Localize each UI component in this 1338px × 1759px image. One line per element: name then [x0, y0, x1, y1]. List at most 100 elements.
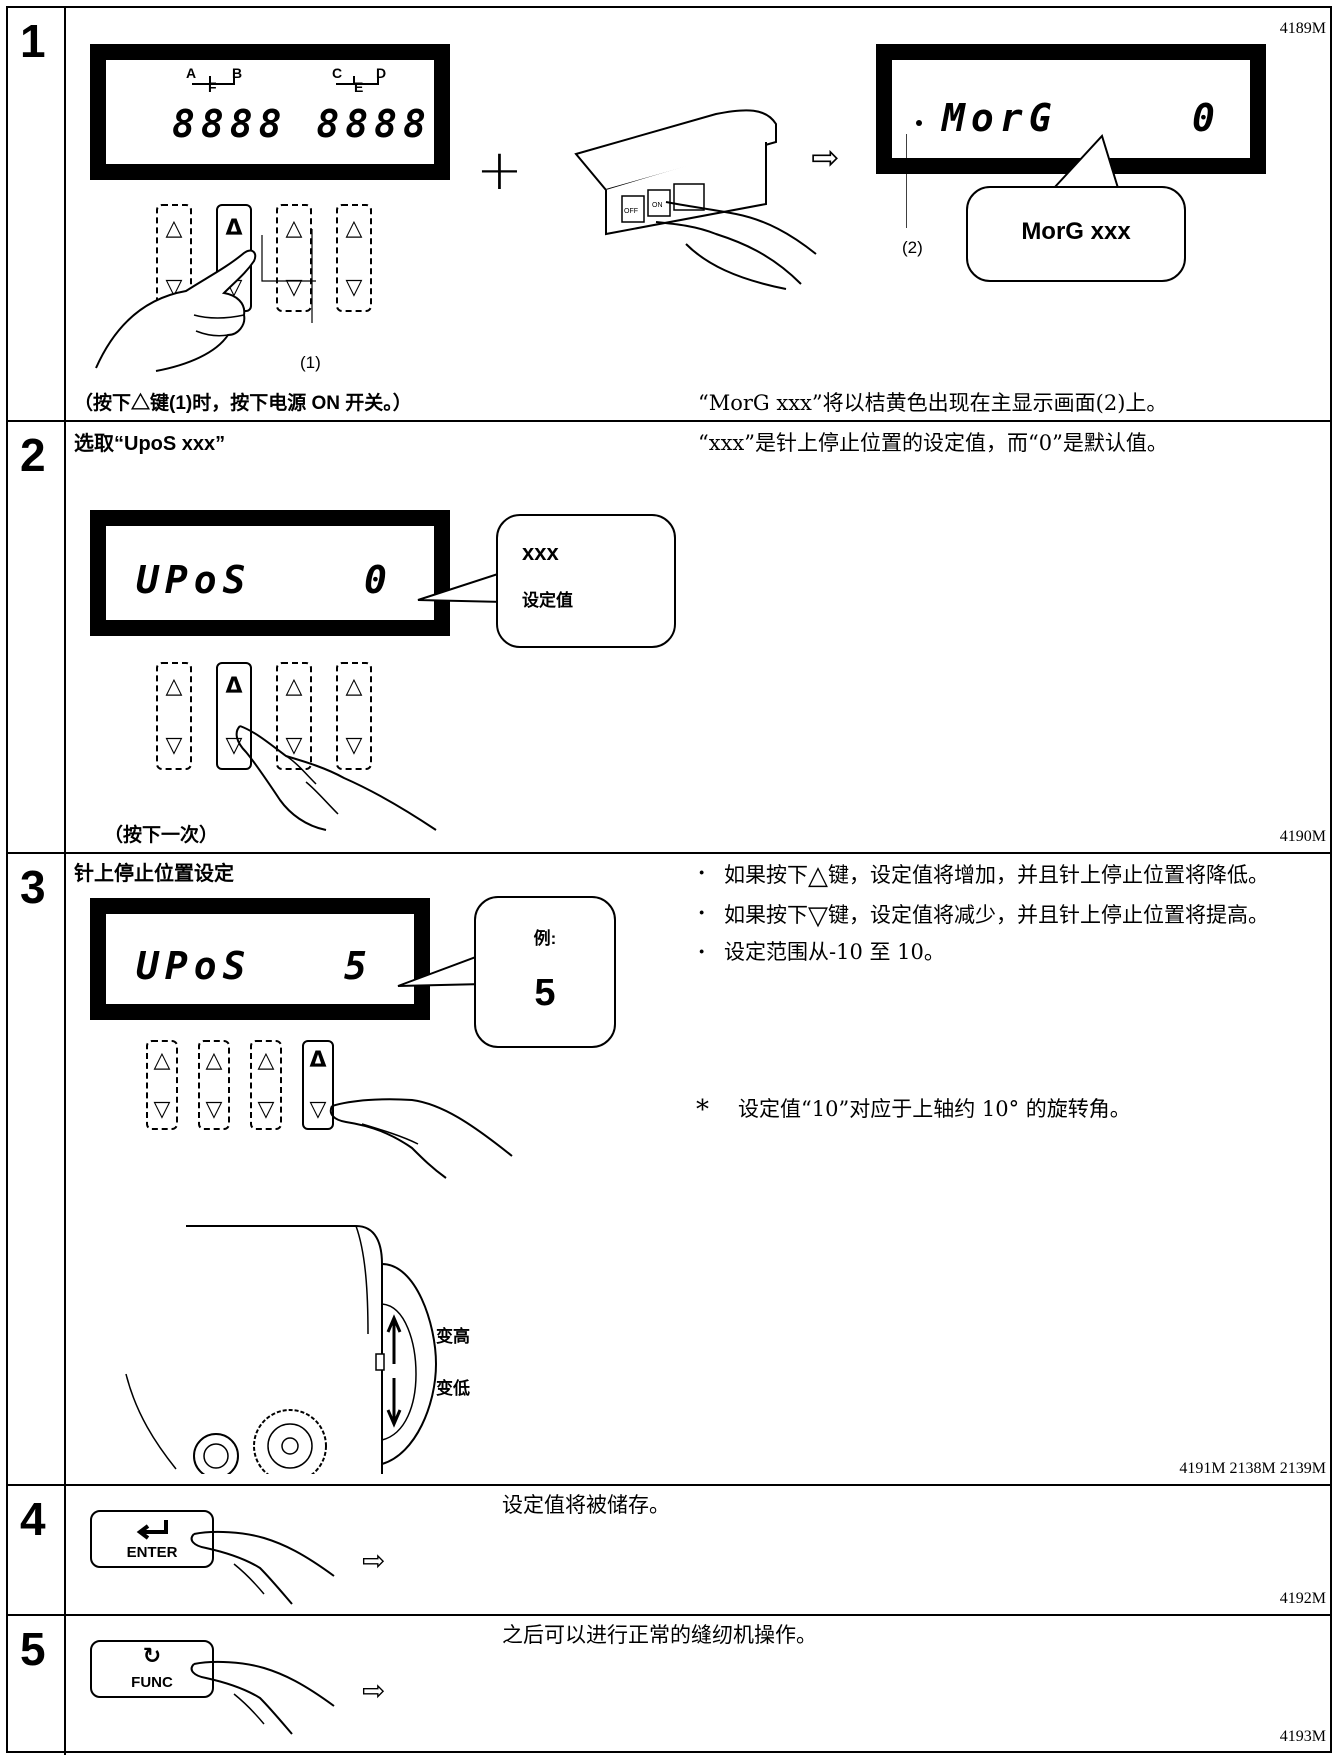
lcd-mode-value: 0	[1192, 96, 1221, 140]
enter-button-label: ENTER	[126, 1544, 178, 1561]
key-column-1[interactable]: △▽	[156, 662, 192, 770]
bullet-item: 如果按下△键，设定值将增加，并且针上停止位置将降低。	[690, 858, 1330, 896]
hand-pressing-key-icon	[235, 725, 437, 831]
step-3-content: 针上停止位置设定 UPoS 5 例: 5 △▽ △▽ △▽ Δ▽ 如	[66, 854, 1330, 1484]
func-button-label: FUNC	[131, 1674, 173, 1691]
enter-arrow-icon	[136, 1520, 168, 1540]
lcd-mode-text: MorG	[942, 96, 1058, 140]
step-number: 5	[20, 1623, 46, 1675]
step-number-cell: 1	[8, 8, 66, 420]
step-4-text: 设定值将被储存。	[502, 1493, 670, 1517]
lcd-mode-value: 0	[364, 558, 393, 602]
step-number: 1	[20, 15, 46, 67]
switch-off-label: OFF	[624, 208, 638, 215]
callout-pointer	[397, 952, 485, 987]
step-4-row: 4 ENTER ⇨ 设定值将被储存。 4192M	[8, 1486, 1330, 1616]
triangle-down-icon: ▽	[808, 900, 828, 931]
figure-code: 4190M	[1279, 828, 1326, 845]
step-5-row: 5 ↻ FUNC ⇨ 之后可以进行正常的缝纫机操作。 4193M	[8, 1616, 1330, 1755]
figure-code: 4189M	[1279, 20, 1326, 37]
step-number-cell: 2	[8, 422, 66, 852]
label-f: F	[208, 79, 217, 95]
step-2-content: 选取“UpoS xxx” “xxx”是针上停止位置的设定值，而“0”是默认值。 …	[66, 422, 1330, 852]
callout-pointer	[906, 134, 1119, 228]
callout-subtitle: 设定值	[522, 591, 573, 610]
label-e: E	[354, 79, 363, 95]
key-column-2[interactable]: △▽	[198, 1040, 230, 1130]
result-arrow-icon: ⇨	[362, 1674, 386, 1707]
step-2-row: 2 选取“UpoS xxx” “xxx”是针上停止位置的设定值，而“0”是默认值…	[8, 422, 1330, 854]
enter-button[interactable]: ENTER	[90, 1510, 214, 1568]
step-2-heading: 选取“UpoS xxx”	[74, 433, 226, 455]
power-switch-illustration: OFF ON	[574, 109, 817, 290]
refresh-icon: ↻	[142, 1644, 162, 1669]
hand-pressing-button-icon	[190, 1660, 335, 1735]
handwheel-illustration	[125, 1225, 438, 1474]
bullet-item: 如果按下▽键，设定值将减少，并且针上停止位置将提高。	[690, 898, 1330, 936]
callout-title: 例:	[533, 929, 557, 948]
callout-text: MorG xxx	[1021, 218, 1131, 245]
triangle-up-icon: △	[808, 861, 828, 891]
figure-codes: 4191M 2138M 2139M	[1179, 1460, 1326, 1477]
hand-pressing-key-icon	[329, 1098, 513, 1179]
step-number-cell: 3	[8, 854, 66, 1484]
result-arrow-icon: ⇨	[811, 138, 840, 178]
lcd-mode-text: UPoS	[136, 558, 252, 602]
display-label-2: (2)	[902, 238, 923, 257]
func-button[interactable]: ↻ FUNC	[90, 1640, 214, 1698]
step-2-caption: （按下一次）	[104, 825, 219, 846]
label-a: A	[186, 65, 196, 81]
step-1-result-text: “MorG xxx”将以桔黄色出现在主显示画面(2)上。	[698, 391, 1168, 415]
figure-code: 4193M	[1279, 1728, 1326, 1745]
hand-pressing-key-icon	[95, 229, 316, 372]
key-column-4[interactable]: △▽	[336, 662, 372, 770]
callout-pointer	[417, 570, 505, 604]
step-4-content: ENTER ⇨ 设定值将被储存。 4192M	[66, 1486, 1330, 1614]
instruction-table: 1 4189M A F B C E D 8888 8888 △▽ Δ	[6, 6, 1332, 1755]
step-2-description: “xxx”是针上停止位置的设定值，而“0”是默认值。	[698, 431, 1168, 455]
key-column-3[interactable]: △▽	[250, 1040, 282, 1130]
step-number-cell: 4	[8, 1486, 66, 1614]
step-number-cell: 5	[8, 1616, 66, 1755]
step-number: 3	[20, 861, 46, 913]
key-column-3[interactable]: △▽	[276, 662, 312, 770]
step-3-note: 设定值“10”对应于上轴约 10° 的旋转角。	[738, 1097, 1131, 1121]
key-label-1: (1)	[300, 353, 321, 372]
step-1-content: 4189M A F B C E D 8888 8888 △▽ Δ▽ △▽ △	[66, 8, 1330, 420]
lcd-mode-text: UPoS	[136, 944, 252, 988]
example-callout: 例: 5	[474, 896, 616, 1048]
plus-sign: +	[476, 138, 523, 203]
step-3-row: 3 针上停止位置设定 UPoS 5 例: 5 △▽ △▽ △▽ Δ▽	[8, 854, 1330, 1486]
bullet-item: 设定范围从-10 至 10。	[690, 937, 1330, 968]
segment-labels: A F B C E D	[186, 65, 386, 95]
setting-value-callout: xxx 设定值	[496, 514, 676, 648]
note-star: *	[696, 1095, 709, 1125]
step-3-bullets: 如果按下△键，设定值将增加，并且针上停止位置将降低。 如果按下▽键，设定值将减少…	[690, 858, 1330, 970]
step-1-row: 1 4189M A F B C E D 8888 8888 △▽ Δ	[8, 8, 1330, 422]
step-5-content: ↻ FUNC ⇨ 之后可以进行正常的缝纫机操作。 4193M	[66, 1616, 1330, 1755]
step-number: 4	[20, 1493, 46, 1545]
step-5-text: 之后可以进行正常的缝纫机操作。	[502, 1623, 817, 1647]
hand-pressing-button-icon	[190, 1530, 335, 1605]
label-d: D	[376, 65, 386, 81]
callout-value: 5	[534, 972, 556, 1014]
label-c: C	[332, 65, 342, 81]
step-3-heading: 针上停止位置设定	[74, 863, 234, 885]
morg-callout: MorG xxx	[966, 186, 1186, 282]
key-column-4[interactable]: △▽	[336, 204, 372, 312]
lcd-mode-value: 5	[344, 944, 373, 988]
led-dot	[916, 120, 922, 126]
callout-title: xxx	[522, 540, 559, 565]
lcd-segment-text: 8888 8888	[172, 102, 432, 146]
lcd-display-upos: UPoS 5	[90, 898, 430, 1020]
lcd-display-all-segments: A F B C E D 8888 8888	[90, 44, 450, 180]
figure-code: 4192M	[1279, 1590, 1326, 1607]
switch-on-label: ON	[652, 202, 663, 209]
lcd-display-upos: UPoS 0	[90, 510, 450, 636]
label-higher: 变高	[436, 1327, 470, 1346]
label-lower: 变低	[436, 1379, 470, 1398]
key-column-4-pressed[interactable]: Δ▽	[302, 1040, 334, 1130]
step-1-caption: （按下△键(1)时，按下电源 ON 开关。）	[74, 393, 412, 414]
label-b: B	[232, 65, 242, 81]
key-column-1[interactable]: △▽	[146, 1040, 178, 1130]
